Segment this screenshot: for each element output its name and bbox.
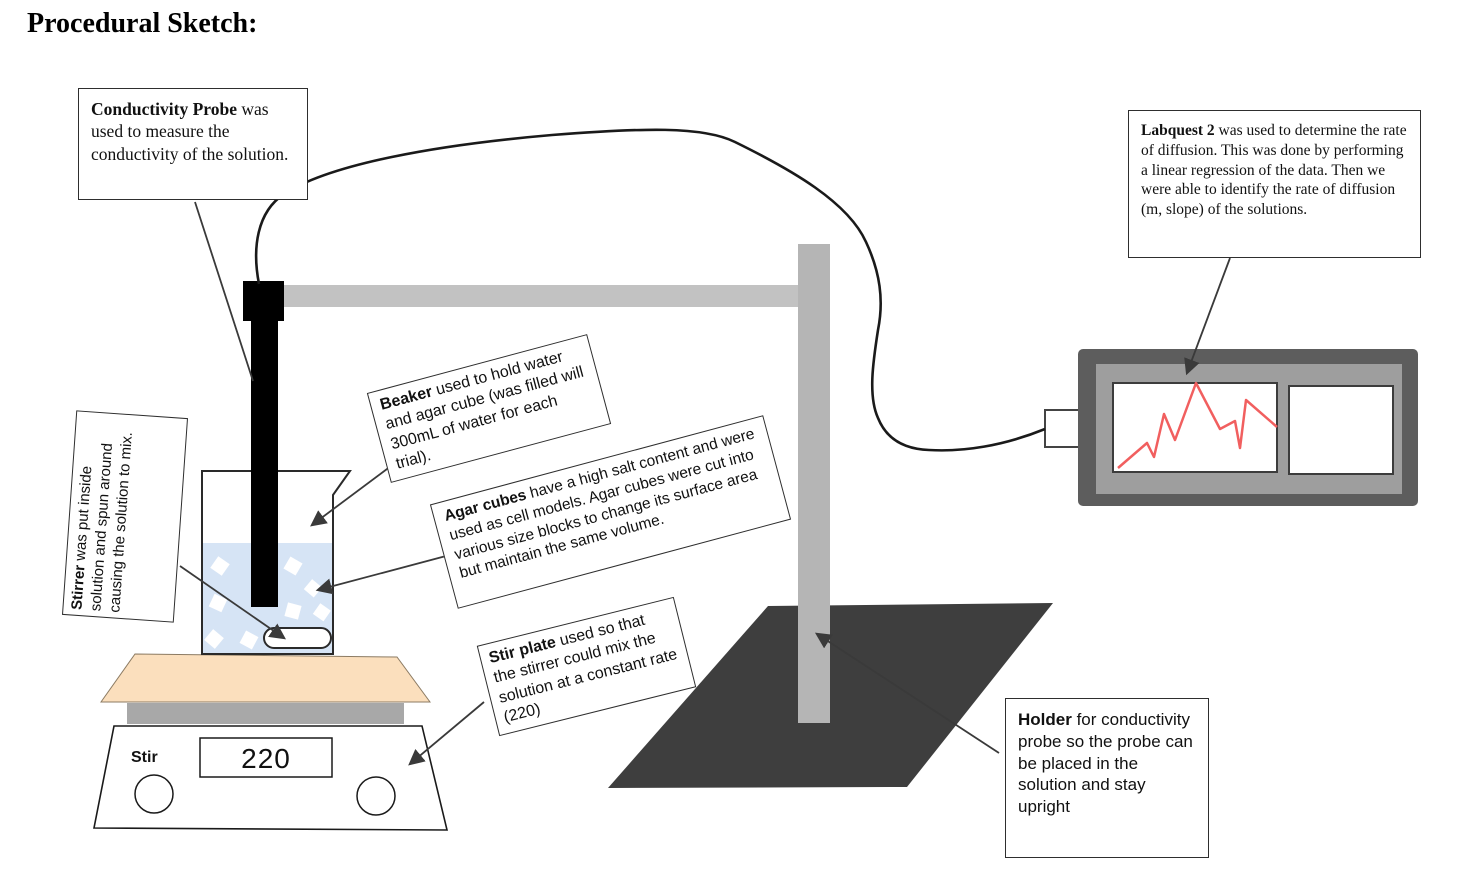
agar-cube xyxy=(312,603,331,622)
probe-shaft xyxy=(251,320,278,607)
stir-knob-left[interactable] xyxy=(134,774,174,814)
stand-pole xyxy=(798,244,830,723)
labquest-arrow xyxy=(1184,257,1231,376)
beaker-arrow xyxy=(310,465,392,527)
stir-plate-riser xyxy=(127,703,404,724)
stirrer-label: Stirrer was put inside solution and spun… xyxy=(61,410,189,623)
agar-cube xyxy=(208,593,228,613)
conductivity-probe-label-bold: Conductivity Probe xyxy=(91,99,237,119)
stir-knob-label: Stir xyxy=(131,749,158,766)
agar-cube xyxy=(210,556,230,576)
annotation-arrows xyxy=(179,201,1231,766)
agar-arrow xyxy=(315,555,447,595)
probe-cap xyxy=(243,281,284,321)
labquest-screen-blank[interactable] xyxy=(1288,385,1394,475)
stir-plate-display-value: 220 xyxy=(241,742,291,774)
labquest-label-text: was used to determine the rate of diffus… xyxy=(1141,122,1407,219)
labquest-label-bold: Labquest 2 xyxy=(1141,122,1215,139)
stirrer-label-bold: Stirrer xyxy=(68,563,89,610)
page-title: Procedural Sketch: xyxy=(27,8,258,39)
beaker-outline xyxy=(201,470,352,655)
agar-cube xyxy=(283,556,303,576)
agar-cube xyxy=(284,602,302,620)
conductivity-leader-line xyxy=(194,201,254,382)
holder-arrow xyxy=(814,632,1000,754)
agar-cube xyxy=(204,629,224,649)
labquest-screen-graph[interactable] xyxy=(1112,382,1278,473)
stir-plate-display xyxy=(199,737,333,778)
crossbar xyxy=(283,285,798,307)
stirrer-label-vertical-text: Stirrer was put inside solution and spun… xyxy=(68,417,181,616)
holder-label: Holder for conductivity probe so the pro… xyxy=(1005,698,1209,858)
labquest-connector xyxy=(1044,409,1080,448)
stir-plate-arrow xyxy=(408,701,485,766)
holder-label-bold: Holder xyxy=(1018,710,1072,729)
labquest-label: Labquest 2 was used to determine the rat… xyxy=(1128,110,1421,258)
stirrer-arrow xyxy=(179,565,286,640)
agar-cube xyxy=(239,630,259,650)
stand-base xyxy=(608,603,1053,788)
stir-knob-right[interactable] xyxy=(356,776,396,816)
graph-trace xyxy=(1117,381,1278,469)
holder-label-text: for conductivity probe so the probe can … xyxy=(1018,710,1193,816)
conductivity-probe-label-text: was used to measure the conductivity of … xyxy=(91,99,289,164)
probe-cable xyxy=(254,128,1046,452)
stir-plate-top xyxy=(100,653,431,703)
conductivity-probe-label: Conductivity Probe was used to measure t… xyxy=(78,88,308,200)
